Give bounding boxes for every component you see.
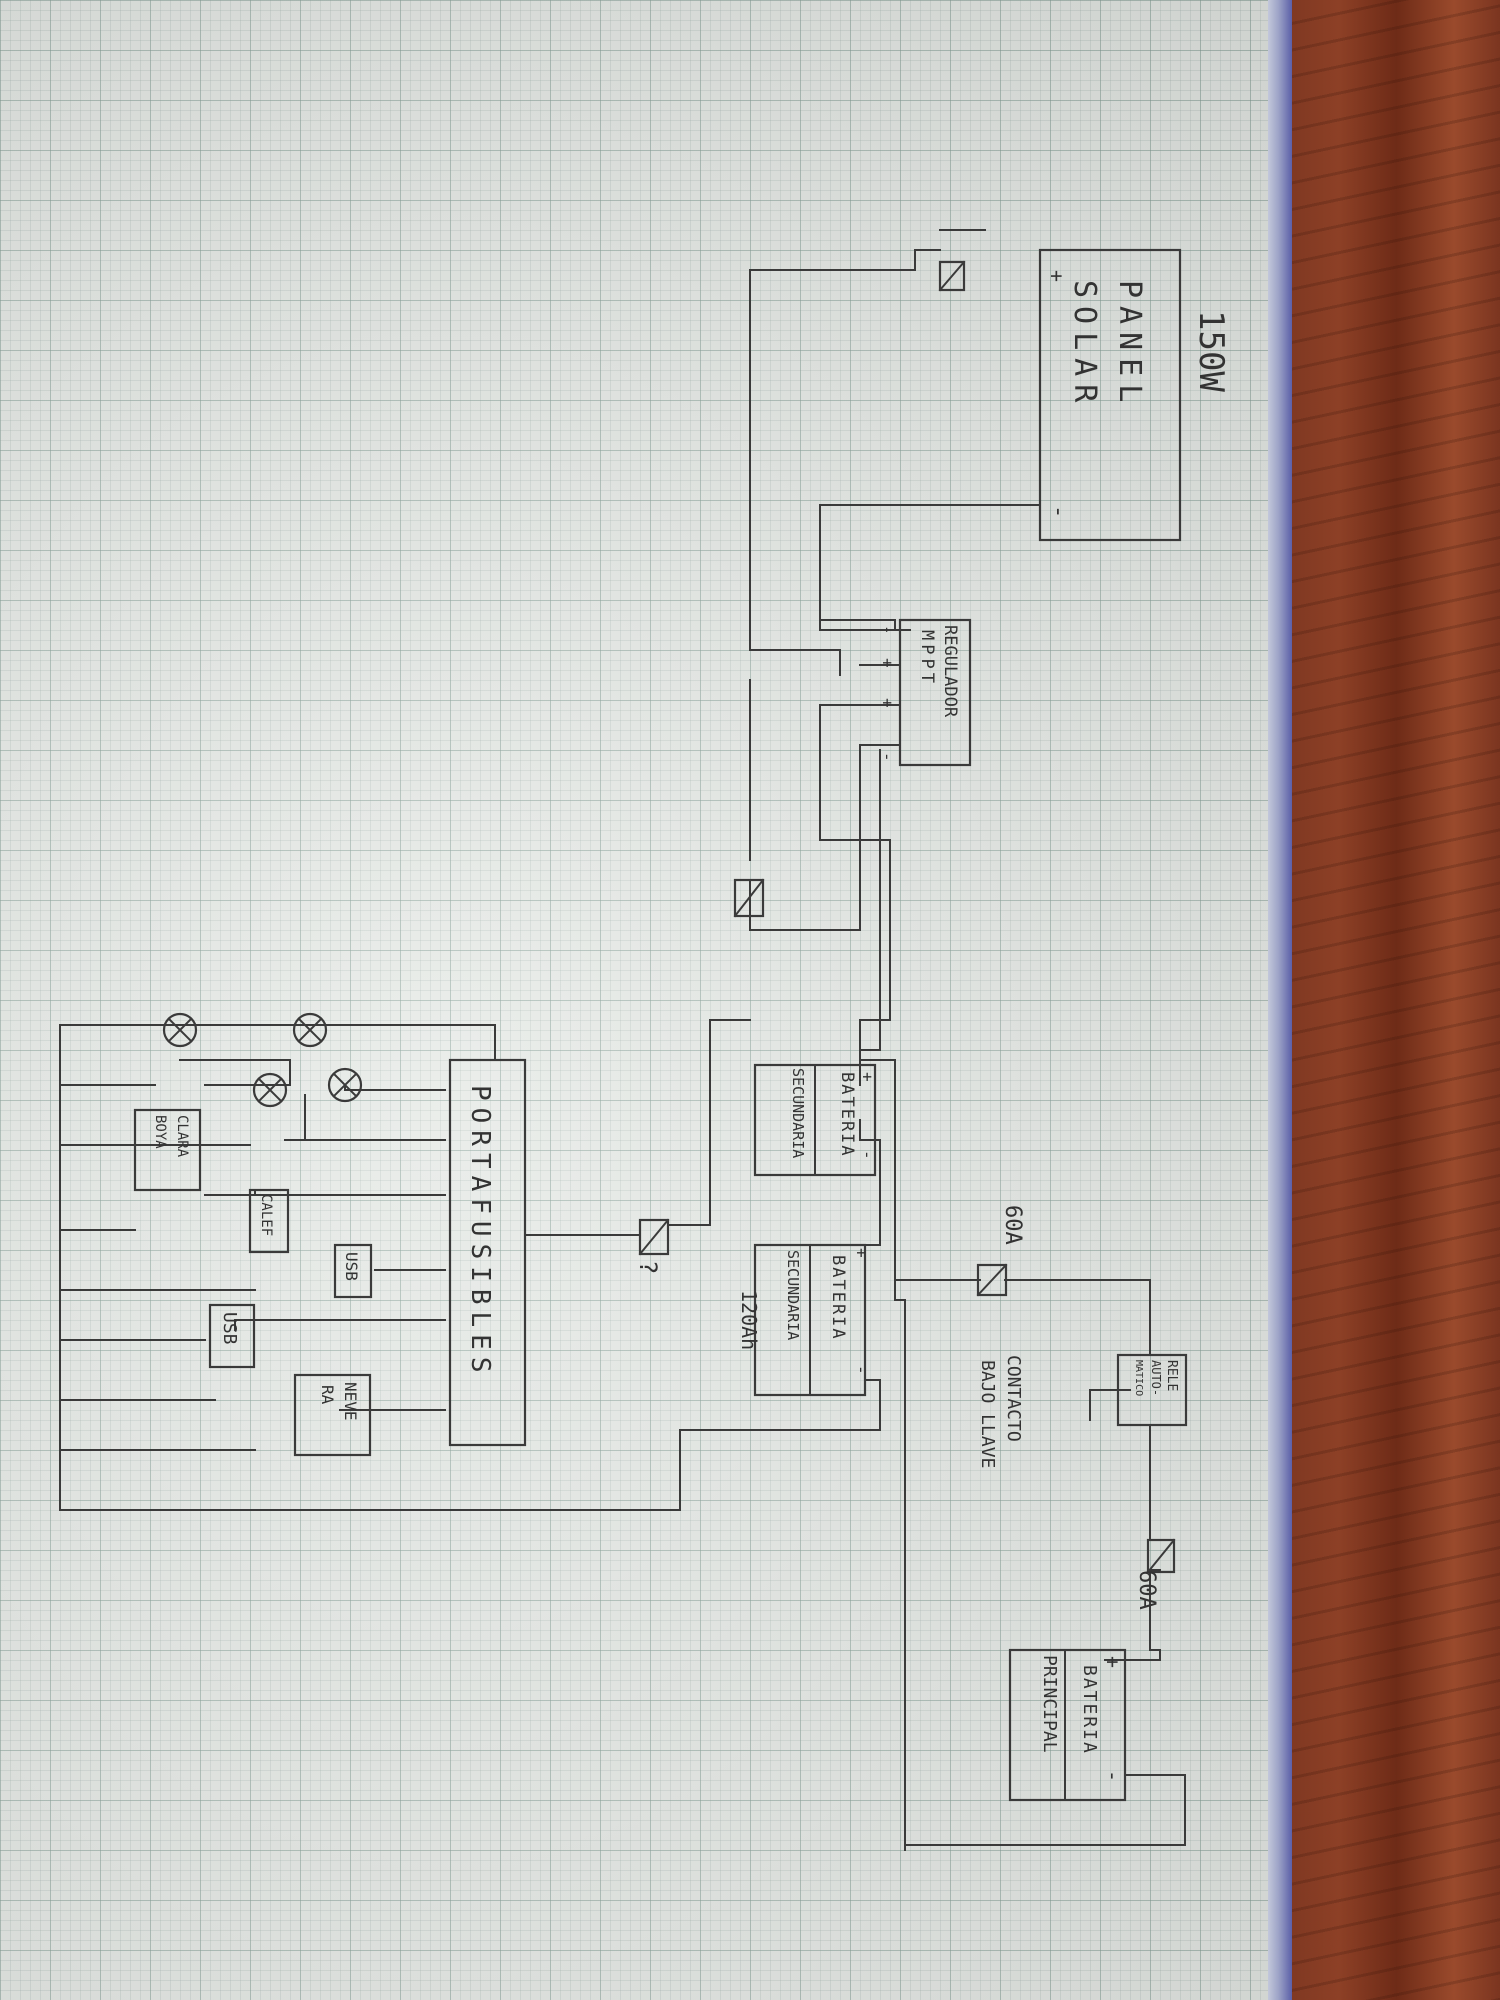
nevera-line2: RA [318,1385,337,1405]
battery-secondary-top: BATERIA SECUNDARIA + - [753,1063,877,1177]
battery-top-line2: SECUNDARIA [789,1068,807,1158]
wire-batt2-right [894,1279,906,1851]
wire-lamp-links [179,1059,291,1086]
lamp-icon [327,1067,363,1103]
contact-line2: BAJO LLAVE [977,1360,998,1468]
wire-relay-contact [1089,1389,1131,1421]
regulator-term-2: + [878,658,897,668]
battery-line1: BATERIA [828,1255,848,1341]
battery-capacity: 120Ah [737,1290,761,1350]
wire-relay-down [1149,1424,1161,1541]
wire-fusebox-top [59,1024,496,1061]
wire-reg-long [859,749,881,1051]
wire-reg-3 [819,704,901,1021]
wire-reg-4 [749,744,901,931]
wire-reg-1 [819,619,896,631]
load-nevera: NEVE RA [293,1373,372,1457]
fuse-question-label: ? [634,1260,662,1274]
relay-line3: MATICO [1133,1360,1144,1396]
battery-main-line1: BATERIA [1079,1665,1100,1755]
regulator-term-1: - [878,625,897,635]
wiring-diagram: 150W PANEL SOLAR + - ? 60A 60A REGULADOR… [59,229,1231,1851]
panel-title-line2: SOLAR [1067,280,1102,410]
wire-60a-relay [1004,1279,1151,1356]
fuse-60a-upper: 60A [976,1205,1025,1297]
battery-main: BATERIA PRINCIPAL + - [1008,1648,1127,1802]
load-usb-2: USB [208,1303,256,1369]
battery-plus: + [852,1248,871,1258]
fuse-box-rect [448,1058,527,1447]
battery-main-plus: + [1101,1656,1125,1668]
fuse-60a-upper-label: 60A [1000,1205,1025,1245]
battery-main-minus: - [1101,1770,1125,1782]
wooden-table [1270,0,1500,2000]
fuse-question: ? [634,1218,670,1274]
regulator-line1: REGULADOR [940,625,960,718]
wire-60a-lower [1104,1569,1161,1661]
regulator-term-4: - [878,752,897,762]
usb-2-label: USB [219,1312,240,1345]
regulator-line2: MPPT [917,630,937,687]
battery-line2: SECUNDARIA [784,1250,802,1340]
load-calef: CALEF [248,1188,290,1254]
regulator-mppt: REGULADOR MPPT - + + - [878,618,972,767]
regulator-box [898,618,972,767]
load-usb-1: USB [333,1243,373,1299]
wire-batt2-left [859,1119,881,1246]
fuse-panel [938,260,966,292]
contact-note: CONTACTO BAJO LLAVE [977,1355,1024,1468]
wire-panel-minus [819,504,1041,631]
fuse-60a-lower: 60A [1134,1538,1176,1610]
panel-power-label: 150W [1191,310,1231,392]
usb-1-label: USB [342,1252,361,1281]
wire-batt2-bus [859,1059,906,1281]
solar-panel: 150W PANEL SOLAR + - [1038,248,1231,542]
battery-top-plus: + [858,1072,877,1082]
wire-load-1 [344,1084,446,1091]
battery-main-box [1008,1648,1127,1802]
relay-line2: AUTO- [1149,1360,1163,1396]
wire-q-fuse [669,1019,751,1226]
battery-top-line1: BATERIA [837,1072,857,1158]
relay-line1: RELE [1164,1360,1179,1391]
load-claraboya: CLARA BOYA [133,1108,202,1192]
graph-paper-sheet [0,0,1268,2000]
claraboya-line2: BOYA [152,1115,168,1149]
nevera-line1: NEVE [341,1382,360,1421]
contact-line1: CONTACTO [1003,1355,1024,1442]
relay-box [1116,1353,1188,1427]
paper-shading [0,0,1268,2000]
wire-main-minus [904,1774,1186,1846]
regulator-term-3: + [878,698,897,708]
calef-label: CALEF [258,1194,274,1236]
fuse-regulator-battery [733,878,765,918]
relay-automatic: RELE AUTO- MATICO [1116,1353,1188,1427]
fuse-60a-lower-label: 60A [1134,1570,1159,1610]
lamp-icon [252,1072,288,1108]
fuse-box: PORTAFUSIBLES [448,1058,527,1447]
wire-to-batt2-top [859,1019,891,1086]
fuse-box-label: PORTAFUSIBLES [465,1085,495,1380]
lamp-icon [292,1012,328,1048]
lamp-icon [162,1012,198,1048]
panel-title-line1: PANEL [1112,280,1147,410]
solar-panel-box [1038,248,1182,542]
battery-main-line2: PRINCIPAL [1039,1655,1060,1753]
panel-minus: - [1046,505,1071,518]
wires [59,229,1186,1851]
claraboya-line1: CLARA [174,1115,190,1158]
panel-plus: + [1045,270,1069,282]
battery-minus: - [852,1365,871,1375]
battery-secondary: BATERIA SECUNDARIA 120Ah + - [737,1243,871,1397]
wire-fuse-to-left [749,249,941,676]
battery-top-minus: - [858,1150,877,1160]
